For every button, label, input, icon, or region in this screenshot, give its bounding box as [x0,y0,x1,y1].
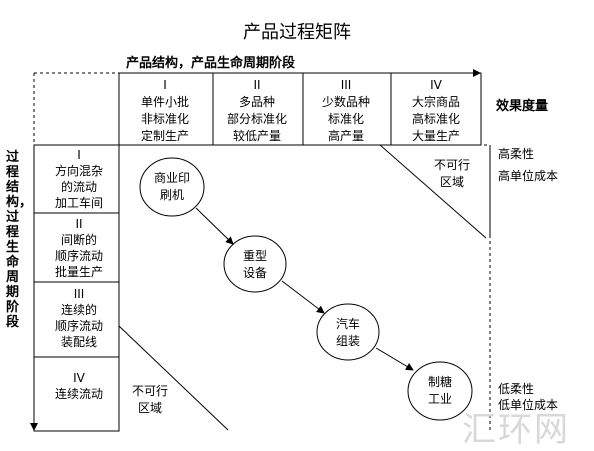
row-header-4: IV 连续流动 [40,370,118,402]
row-roman: II [75,217,83,231]
node-circle-sugar [407,361,473,421]
infeasible-boundary-top-right [379,144,487,239]
node-line: 制糖 [427,375,452,389]
zone-line: 区域 [439,175,464,189]
flow-arrow [195,207,234,245]
measure-line: 高单位成本 [498,169,559,183]
column-roman: III [340,78,352,92]
infeasible-zone-top-right: 不可行 区域 [428,157,476,191]
infeasible-zone-bottom-left: 不可行 区域 [126,383,174,417]
row-line: 连续的 [60,303,97,317]
row-header-1: I 方向混杂 的流动 加工车间 [40,147,118,211]
row-line: 加工车间 [54,196,103,210]
row-line: 间断的 [60,233,97,247]
effect-measure-header: 效果度量 [496,99,549,114]
column-roman: I [163,78,167,92]
row-line: 装配线 [60,335,97,349]
top-axis-label: 产品结构，产品生命周期阶段 [126,56,296,71]
column-line: 单件小批 [140,95,189,109]
row-header-2: II 间断的 顺序流动 批量生产 [40,216,118,280]
column-line: 大宗商品 [411,95,460,109]
row-line: 顺序流动 [54,249,103,263]
measures-bottom: 低柔性 低单位成本 [498,381,558,413]
node-line: 组装 [335,334,360,348]
row-roman: I [77,148,81,162]
node-circle-heavy-equipment [223,235,287,293]
infeasible-boundary-bottom-left [118,325,229,431]
column-line: 多品种 [238,95,275,109]
measure-line: 低单位成本 [498,398,559,412]
column-line: 大量生产 [411,129,460,143]
node-line: 重型 [242,249,267,263]
column-line: 非标准化 [140,112,189,126]
measure-line: 高柔性 [498,147,535,161]
column-line: 少数品种 [321,95,370,109]
watermark: 汇环网 [462,410,570,450]
zone-line: 区域 [137,401,162,415]
measures-top: 高柔性 高单位成本 [498,143,558,187]
row-roman: III [73,287,85,301]
node-line: 工业 [427,392,452,406]
node-line: 商业印 [153,171,190,185]
column-line: 高产量 [327,129,364,143]
zone-line: 不可行 [433,158,470,172]
node-line: 设备 [242,266,267,280]
row-line: 顺序流动 [54,319,103,333]
zone-line: 不可行 [131,384,168,398]
row-line: 方向混杂 [54,164,103,178]
column-line: 定制生产 [140,129,189,143]
node-circle-auto-assembly [316,303,380,361]
column-line: 高标准化 [411,112,460,126]
column-header-4: IV 大宗商品 高标准化 大量生产 [393,77,479,145]
column-line: 标准化 [327,112,364,126]
row-line: 连续流动 [54,387,103,401]
column-header-box [118,72,482,146]
node-auto-assembly: 汽车 组装 [317,316,379,350]
node-sugar: 制糖 工业 [408,374,472,408]
row-line: 的流动 [60,180,97,194]
flow-arrow [375,347,414,371]
column-line: 部分标准化 [226,112,287,126]
column-header-2: II 多品种 部分标准化 较低产量 [214,77,300,145]
node-heavy-equipment: 重型 设备 [224,248,286,282]
row-header-box [33,144,120,432]
column-roman: IV [430,78,442,92]
row-line: 批量生产 [54,265,103,279]
column-line: 较低产量 [232,129,281,143]
left-axis-label: 过程结构，过程生命周期阶段 [6,150,33,330]
row-roman: IV [73,371,85,385]
column-header-1: I 单件小批 非标准化 定制生产 [122,77,208,145]
node-line: 刷机 [159,188,184,202]
flow-arrow [281,280,325,314]
page-title: 产品过程矩阵 [243,22,351,43]
node-printing: 商业印 刷机 [140,170,204,204]
node-circle-printing [139,157,205,217]
column-roman: II [253,78,261,92]
row-header-3: III 连续的 顺序流动 装配线 [40,286,118,350]
node-line: 汽车 [335,317,360,331]
column-header-3: III 少数品种 标准化 高产量 [303,77,389,145]
measure-line: 低柔性 [498,382,535,396]
